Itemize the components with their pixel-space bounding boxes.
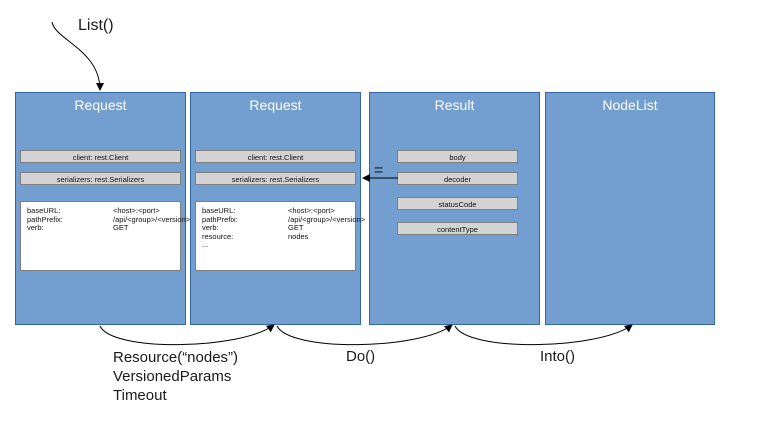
request-properties-box: baseURL:<host>:<port> pathPrefix:/api/<g… [195, 201, 366, 271]
client-field: client: rest.Client [195, 150, 356, 163]
list-call-arrow [51, 21, 104, 91]
do-transition-label: Do() [346, 348, 376, 365]
serializers-field: serializers: rest.Serializers [20, 172, 181, 185]
property-row: verb:GET [27, 223, 129, 232]
body-field: body [397, 150, 518, 163]
equals-sign: = [374, 162, 384, 179]
property-row: pathPrefix:/api/<group>/<version> [27, 214, 191, 224]
transition-line: Timeout [113, 387, 167, 404]
panel-title: NodeList [602, 97, 658, 113]
transition-line: Resource(“nodes”) [113, 349, 239, 366]
resource-transition-label: Resource(“nodes”) VersionedParams Timeou… [113, 348, 238, 405]
into-transition-arrow [454, 324, 633, 346]
client-field: client: rest.Client [20, 150, 181, 163]
request-properties-box: baseURL:<host>:<port> pathPrefix:/api/<g… [20, 201, 191, 271]
panel-title: Request [249, 97, 302, 113]
result-panel: Result body decoder statusCode contentTy… [369, 92, 540, 325]
contenttype-field: contentType [397, 222, 518, 235]
serializers-field: serializers: rest.Serializers [195, 172, 356, 185]
request-panel-initial: Request client: rest.Client serializers:… [15, 92, 191, 325]
nodelist-panel: NodeList [545, 92, 715, 325]
statuscode-field: statusCode [397, 197, 518, 210]
property-row: resource:nodes [202, 231, 309, 241]
panel-title: Request [74, 97, 127, 113]
resource-transition-arrow [99, 324, 275, 346]
panel-title: Result [434, 97, 475, 113]
property-row: ... [202, 240, 209, 249]
property-row: pathPrefix:/api/<group>/<version> [202, 214, 366, 224]
list-call-label: List() [78, 17, 114, 34]
property-row: baseURL:<host>:<port> [27, 206, 160, 215]
transition-line: VersionedParams [113, 368, 232, 385]
property-row: baseURL:<host>:<port> [202, 206, 335, 215]
decoder-field: decoder [397, 172, 518, 185]
into-transition-label: Into() [540, 348, 576, 365]
property-row: verb:GET [202, 223, 304, 232]
request-panel-configured: Request client: rest.Client serializers:… [190, 92, 366, 325]
do-transition-arrow [276, 324, 453, 346]
